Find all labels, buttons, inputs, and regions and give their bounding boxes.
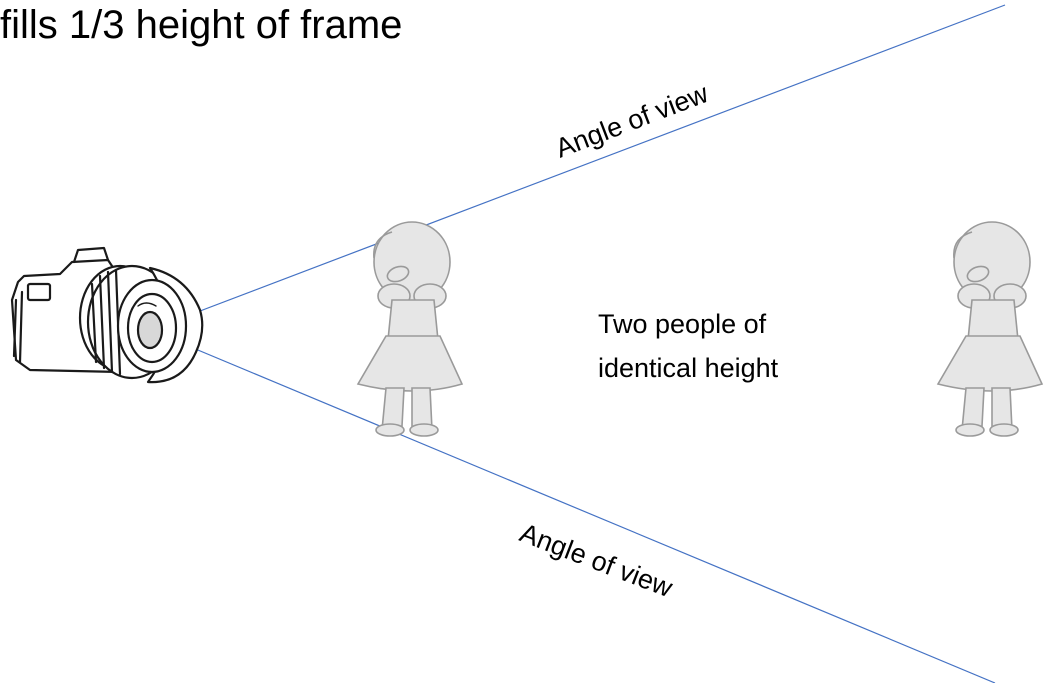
caption-line-2: identical height xyxy=(598,353,779,383)
lower-ray xyxy=(149,329,996,683)
caption-line-1: Two people of xyxy=(598,309,767,339)
near-person-figure xyxy=(356,221,464,437)
camera-icon xyxy=(10,246,204,384)
far-person-figure xyxy=(936,221,1044,437)
lower-ray-label: Angle of view xyxy=(516,518,677,604)
diagram-title: fills 1/3 height of frame xyxy=(0,3,402,47)
upper-ray xyxy=(149,4,1006,331)
upper-ray-label: Angle of view xyxy=(551,78,712,164)
